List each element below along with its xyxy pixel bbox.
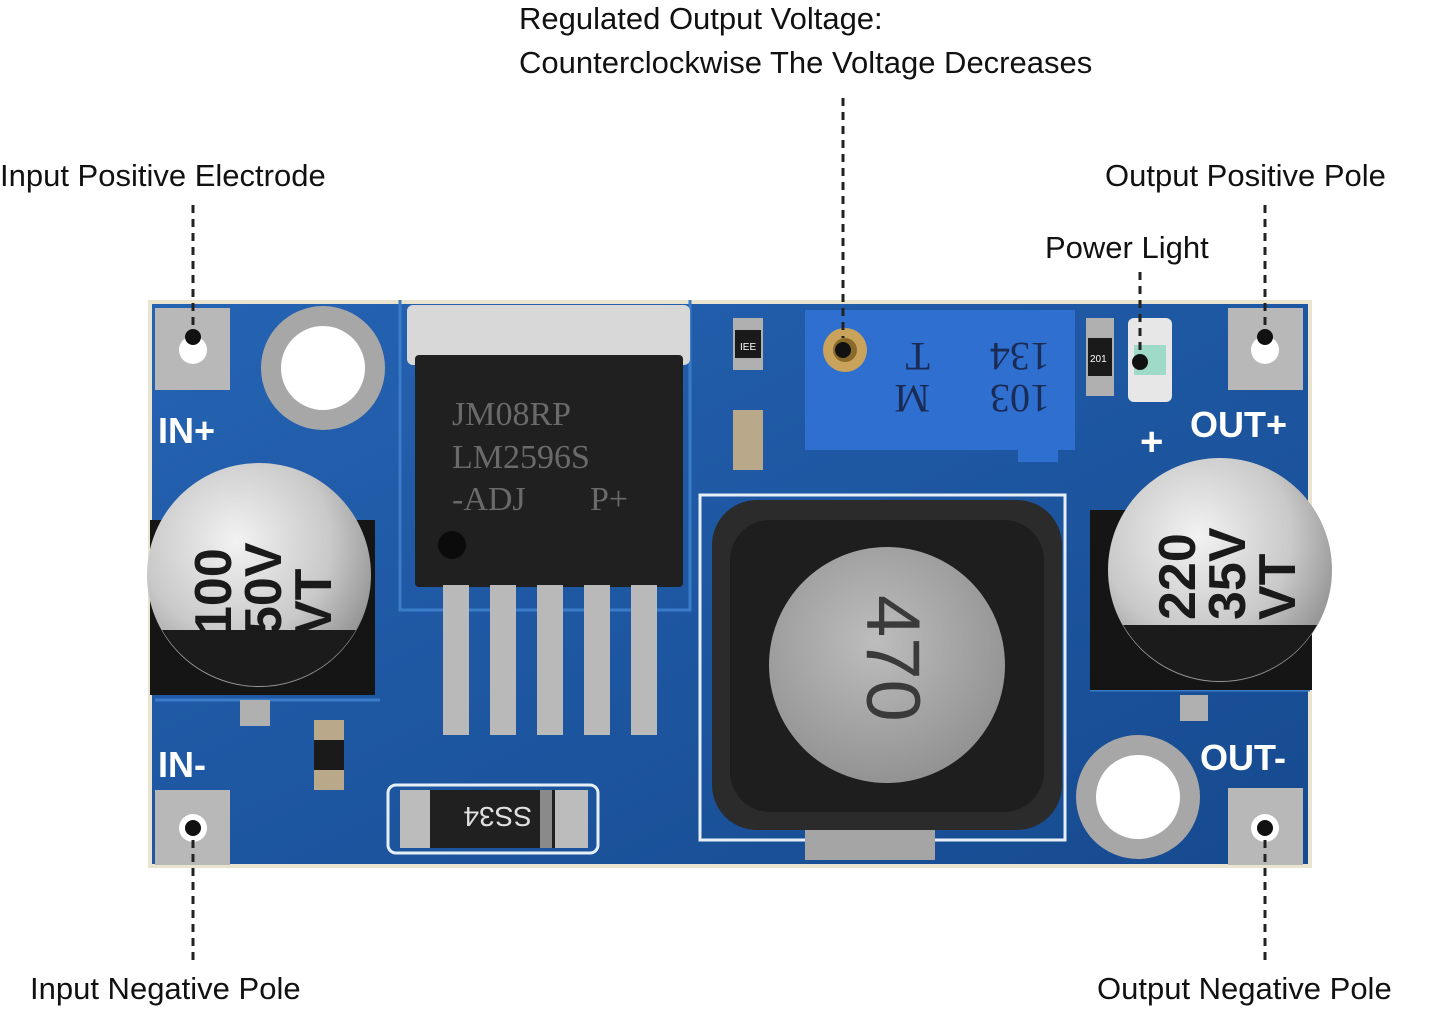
ic-marking-line3: -ADJ: [452, 481, 526, 518]
pot-marking-134: 134: [990, 334, 1050, 379]
ic-pins: [443, 585, 657, 735]
schottky-diode: SS34: [386, 783, 600, 855]
lm2596-regulator-ic: JM08RP LM2596S -ADJ P+: [407, 305, 690, 735]
diode-marking: SS34: [464, 801, 533, 832]
inductor-marking: 470: [850, 595, 935, 722]
mounting-hole-top-left: [261, 306, 385, 430]
ic-marking-line2: LM2596S: [452, 439, 590, 476]
label-regulated-output-line2: Counterclockwise The Voltage Decreases: [519, 45, 1093, 80]
input-capacitor: 100 50V VT: [147, 463, 375, 695]
pot-marking-m: M: [894, 376, 930, 421]
pad-out-plus: [1228, 308, 1303, 390]
smd-pad-small: [240, 700, 270, 726]
silk-in-plus: IN+: [158, 410, 215, 451]
cap-in-text2: 50V: [235, 542, 293, 635]
silk-plus: +: [1140, 420, 1163, 464]
label-output-negative: Output Negative Pole: [1097, 971, 1392, 1006]
smd-capacitor-mid: [733, 410, 763, 470]
label-regulated-output-line1: Regulated Output Voltage:: [519, 1, 883, 36]
cap-out-text3: VT: [1249, 553, 1307, 620]
mounting-hole-bottom-right: [1076, 735, 1200, 859]
cap-out-text1: 220: [1149, 533, 1207, 620]
ic-marking-line3b: P+: [590, 481, 628, 518]
silk-in-minus: IN-: [158, 744, 206, 785]
label-power-light: Power Light: [1045, 230, 1209, 265]
smd-capacitor-bottom: [314, 720, 344, 790]
output-capacitor: 220 35V VT: [1090, 458, 1332, 690]
cap-in-text3: VT: [285, 568, 343, 635]
cap-out-text2: 35V: [1199, 527, 1257, 620]
smd-pad-small-right: [1180, 695, 1208, 721]
ic-marking-line1: JM08RP: [452, 396, 571, 433]
silk-out-minus: OUT-: [1200, 737, 1286, 778]
callout-dots: [185, 329, 1273, 836]
cap-in-text1: 100: [185, 548, 243, 635]
smd-resistor-top: IEE: [733, 318, 763, 370]
svg-text:201: 201: [1090, 354, 1107, 365]
callout-lines: [191, 98, 1267, 960]
label-input-positive: Input Positive Electrode: [0, 158, 326, 193]
label-output-positive: Output Positive Pole: [1105, 158, 1386, 193]
label-input-negative: Input Negative Pole: [30, 971, 301, 1006]
pot-marking-t: T: [906, 334, 930, 379]
svg-text:IEE: IEE: [740, 342, 756, 353]
inductor: 470: [712, 500, 1062, 860]
smd-resistor-led: 201: [1086, 318, 1114, 396]
pot-marking-103: 103: [990, 376, 1050, 421]
silk-out-plus: OUT+: [1190, 404, 1287, 445]
